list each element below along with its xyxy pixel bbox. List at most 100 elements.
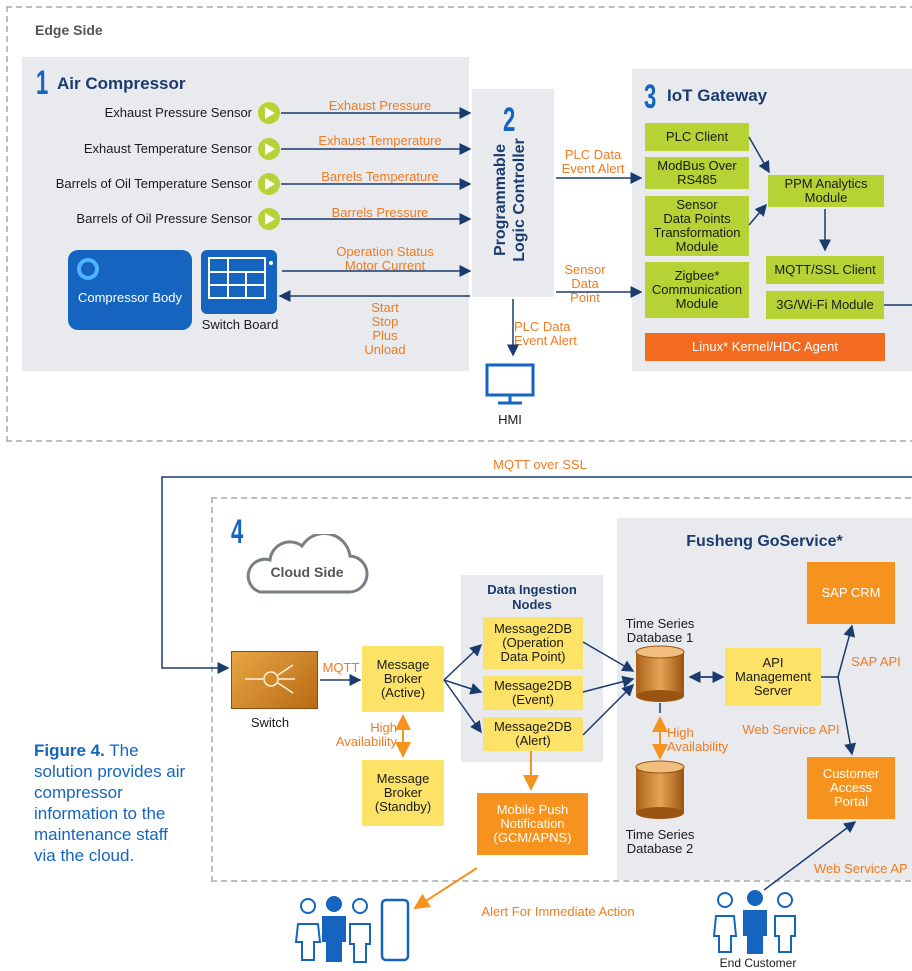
sensor-exhaust-temperature: Exhaust Temperature Sensor (83, 141, 252, 156)
modbus-l2: RS485 (677, 172, 717, 187)
switch-glyph (245, 664, 295, 694)
push-notification-box: Mobile Push Notification (GCM/APNS) (477, 793, 588, 855)
switch-board-label: Switch Board (201, 317, 279, 332)
zigbee-l3: Module (675, 296, 719, 311)
transform-l3: Transformation (653, 225, 741, 240)
figure-text: The solution provides air compressor inf… (34, 741, 186, 865)
cloud-side-label: Cloud Side (270, 564, 344, 580)
api-l2: Management (735, 669, 811, 684)
plc-gateway-top-l2: Event Alert (561, 161, 625, 176)
m2db-alert-l1: Message2DB (493, 719, 573, 734)
m2db-operation-box: Message2DB (Operation Data Point) (483, 617, 583, 669)
broker-standby-box: Message Broker (Standby) (362, 760, 444, 826)
sensor-oil-temperature: Barrels of Oil Temperature Sensor (55, 176, 252, 191)
modbus-l1: ModBus Over (657, 158, 737, 173)
control-plus: Plus (372, 328, 398, 343)
ingestion-title: Data Ingestion Nodes (461, 582, 603, 612)
transform-l1: Sensor (676, 197, 718, 212)
plc-number: 2 (503, 101, 516, 139)
sap-crm-box: SAP CRM (807, 562, 895, 624)
sensor-oil-temperature-icon (258, 173, 280, 195)
api-server-box: API Management Server (725, 648, 821, 706)
hmi-monitor-icon (485, 363, 535, 405)
switch-icon (231, 651, 318, 709)
ingestion-title-l1: Data Ingestion (487, 582, 577, 597)
control-unload: Unload (364, 342, 406, 357)
tsdb2-l1: Time Series (625, 827, 695, 842)
end-customer-icon (713, 890, 796, 954)
goservice-title: Fusheng GoService* (686, 533, 843, 550)
broker-active-l3: (Active) (380, 685, 426, 700)
sensor-oil-pressure-icon (258, 208, 280, 230)
tsdb1-label: Time Series Database 1 (617, 617, 703, 645)
broker-active-l1: Message (376, 657, 430, 672)
transform-l4: Module (675, 239, 719, 254)
m2db-alert-box: Message2DB (Alert) (483, 717, 583, 751)
signal-status-line1: Operation Status (336, 244, 434, 259)
plc-gateway-top-label: PLC Data Event Alert (560, 148, 626, 176)
cloud-side-region (211, 497, 912, 882)
m2db-event-l2: (Event) (512, 692, 554, 707)
m2db-op-l1: Message2DB (493, 621, 573, 636)
sap-api-label: SAP API (851, 654, 901, 669)
wifi-module-box: 3G/Wi-Fi Module (766, 291, 884, 319)
plc-gateway-bottom-label: Sensor Data Point (560, 263, 610, 305)
cloud-number: 4 (231, 513, 244, 551)
control-stop: Stop (371, 314, 399, 329)
zigbee-l2: Communication (651, 282, 743, 297)
ppm-l2: Module (804, 190, 848, 205)
compressor-body-icon (77, 258, 99, 280)
signal-barrels-temperature: Barrels Temperature (321, 169, 439, 184)
compressor-title: Air Compressor (57, 74, 186, 93)
push-l3: (GCM/APNS) (493, 830, 572, 845)
portal-l3: Portal (834, 794, 868, 809)
cloud-icon (246, 534, 369, 594)
maintenance-staff-icon (294, 896, 410, 963)
broker-active-l2: Broker (383, 671, 423, 686)
alert-label: Alert For Immediate Action (481, 904, 635, 919)
ws-api-label-2: Web Service AP (814, 862, 908, 876)
signal-status: Operation Status Motor Current (300, 245, 470, 273)
figure-label: Figure 4. (34, 741, 105, 760)
signal-exhaust-temperature: Exhaust Temperature (318, 133, 442, 148)
switch-board-grid (208, 257, 273, 299)
sensor-exhaust-temperature-icon (258, 138, 280, 160)
portal-l1: Customer (822, 766, 880, 781)
tsdb2-label: Time Series Database 2 (617, 828, 703, 856)
hmi-label: HMI (498, 412, 522, 427)
mqtt-label: MQTT (322, 660, 360, 675)
tsdb1-icon (635, 645, 685, 702)
end-customer-label: End Customer (719, 956, 797, 970)
edge-side-label: Edge Side (35, 22, 103, 38)
signal-exhaust-pressure: Exhaust Pressure (328, 98, 432, 113)
zigbee-box: Zigbee* Communication Module (645, 262, 749, 318)
transformation-box: Sensor Data Points Transformation Module (645, 196, 749, 256)
m2db-event-box: Message2DB (Event) (483, 676, 583, 710)
compressor-body-label: Compressor Body (77, 290, 183, 305)
signal-barrels-pressure: Barrels Pressure (331, 205, 429, 220)
m2db-op-l3: Data Point) (500, 649, 566, 664)
ws-api-label: Web Service API (742, 722, 840, 737)
m2db-op-l2: (Operation (502, 635, 564, 650)
push-l1: Mobile Push (496, 802, 569, 817)
ha2-l2: Availability (667, 739, 729, 754)
ha1-l2: Availability (335, 734, 397, 749)
plc-gateway-bottom-l1: Sensor (564, 262, 606, 277)
ha1-l1: High (370, 720, 397, 735)
ha-label-brokers: High Availability (325, 721, 397, 749)
api-l3: Server (753, 683, 793, 698)
plc-hmi-l1: PLC Data (514, 319, 571, 334)
mqtt-client-box: MQTT/SSL Client (766, 256, 884, 284)
ingestion-title-l2: Nodes (512, 597, 552, 612)
plc-hmi-l2: Event Alert (514, 333, 577, 348)
transform-l2: Data Points (663, 211, 731, 226)
m2db-event-l1: Message2DB (493, 678, 573, 693)
broker-standby-l1: Message (376, 771, 430, 786)
ppm-l1: PPM Analytics (784, 176, 868, 191)
figure-caption: Figure 4. The solution provides air comp… (34, 740, 194, 866)
tsdb1-l2: Database 1 (626, 630, 694, 645)
control-start: Start (371, 300, 399, 315)
sensor-exhaust-pressure: Exhaust Pressure Sensor (104, 105, 252, 120)
